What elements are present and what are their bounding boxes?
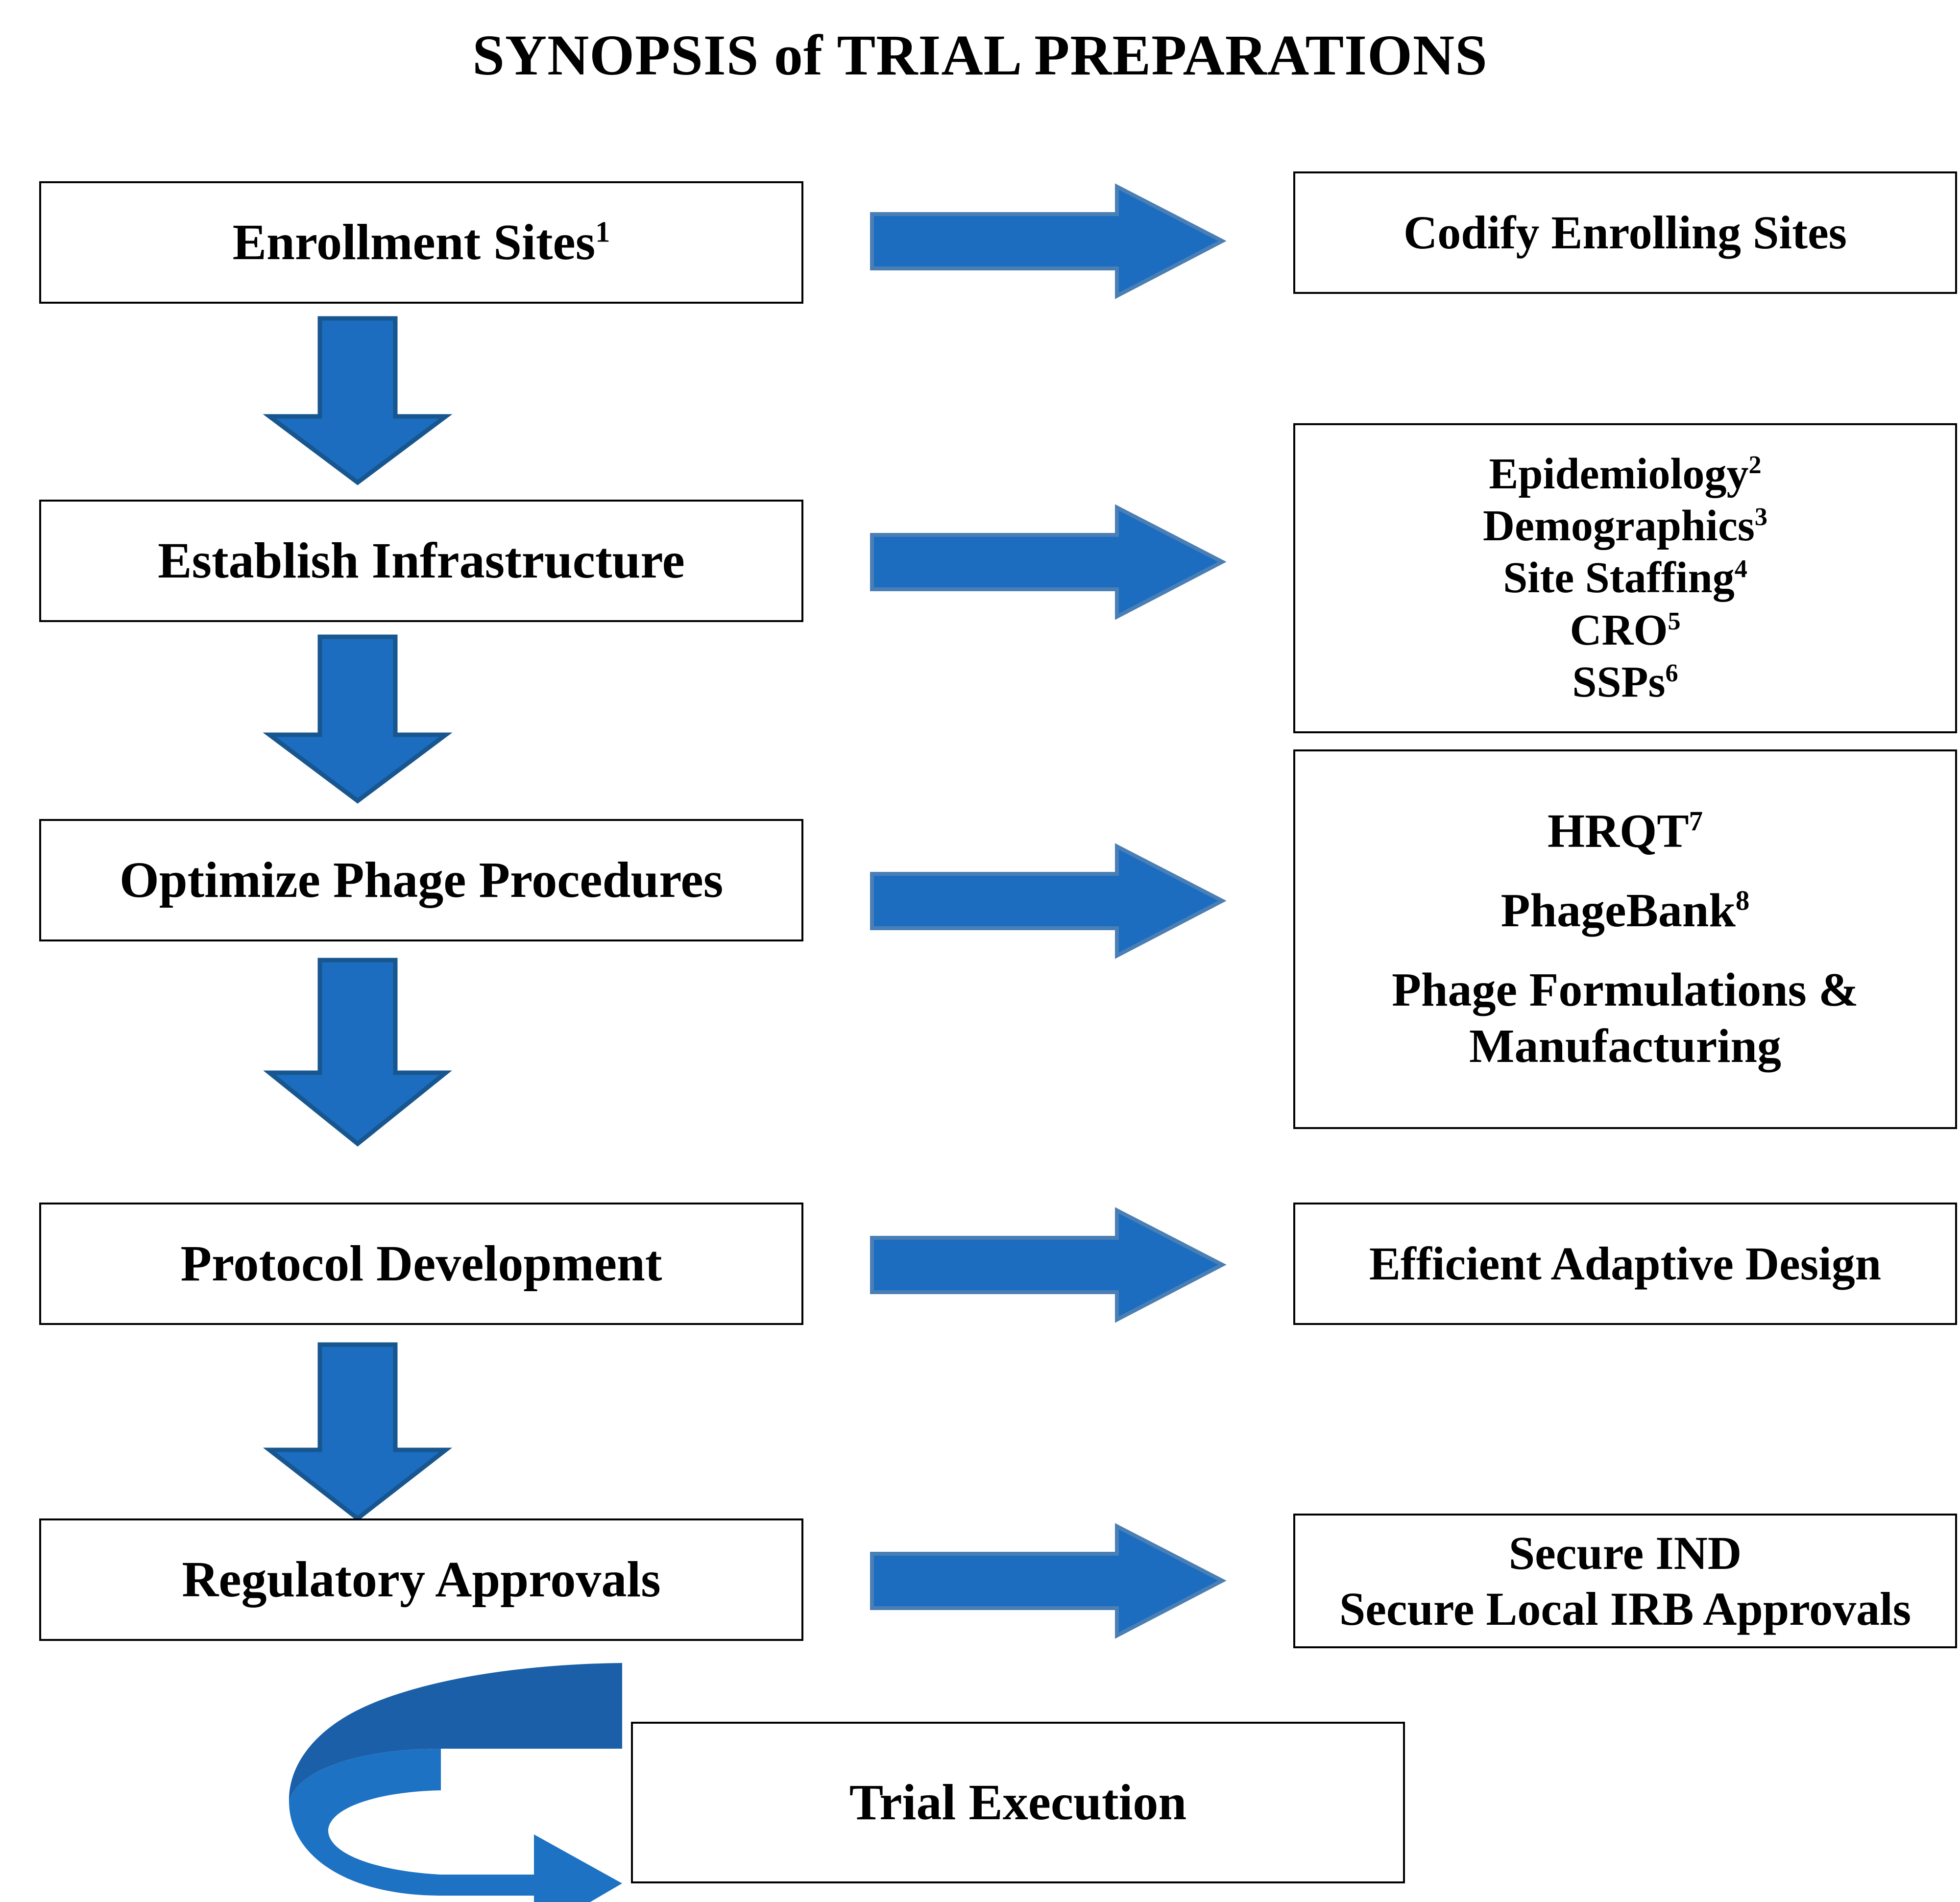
footnote-marker: 8 bbox=[1735, 885, 1750, 916]
flow-step-label: Establish Infrastructure bbox=[158, 532, 685, 589]
output-line: Phage Formulations & bbox=[1392, 963, 1859, 1016]
page-title: SYNOPSIS of TRIAL PREPARATIONS bbox=[472, 23, 1488, 87]
footnote-marker: 3 bbox=[1754, 503, 1768, 531]
arrow-right-icon bbox=[870, 1207, 1227, 1323]
footnote-marker: 1 bbox=[595, 215, 610, 248]
arrow-down-icon bbox=[263, 634, 453, 804]
circular-arrow-icon bbox=[289, 1663, 622, 1902]
flow-step-optimize-phage-procedures[interactable]: Optimize Phage Procedures bbox=[39, 819, 803, 941]
output-line: CRO5 bbox=[1570, 605, 1681, 654]
flow-step-regulatory-approvals[interactable]: Regulatory Approvals bbox=[39, 1518, 803, 1641]
arrow-down-icon bbox=[263, 1342, 453, 1521]
output-line: SSPs6 bbox=[1572, 657, 1678, 706]
output-line: Demographics3 bbox=[1482, 502, 1768, 551]
output-line: Manufacturing bbox=[1469, 1020, 1781, 1073]
output-line: PhageBank8 bbox=[1500, 884, 1750, 937]
footnote-marker: 5 bbox=[1668, 606, 1681, 635]
spacer bbox=[1304, 860, 1946, 883]
output-line: Secure Local IRB Approvals bbox=[1339, 1582, 1912, 1635]
spacer bbox=[1304, 939, 1946, 962]
output-line: Codify Enrolling Sites bbox=[1403, 206, 1847, 259]
arrow-right-icon bbox=[870, 1523, 1227, 1639]
output-regulatory-items[interactable]: Secure IND Secure Local IRB Approvals bbox=[1293, 1514, 1957, 1648]
output-efficient-adaptive-design[interactable]: Efficient Adaptive Design bbox=[1293, 1203, 1957, 1325]
flow-step-label: Protocol Development bbox=[180, 1235, 662, 1292]
footnote-marker: 6 bbox=[1665, 658, 1678, 687]
flow-step-establish-infrastructure[interactable]: Establish Infrastructure bbox=[39, 500, 803, 622]
output-line: HRQT7 bbox=[1547, 805, 1703, 858]
output-codify-enrolling-sites[interactable]: Codify Enrolling Sites bbox=[1293, 171, 1957, 294]
output-line: Efficient Adaptive Design bbox=[1369, 1237, 1882, 1290]
flow-step-label: Optimize Phage Procedures bbox=[119, 851, 724, 908]
footnote-marker: 7 bbox=[1689, 806, 1703, 837]
flow-step-label: Enrollment Sites1 bbox=[232, 214, 610, 270]
arrow-down-icon bbox=[263, 958, 452, 1147]
flow-step-protocol-development[interactable]: Protocol Development bbox=[39, 1203, 803, 1325]
arrow-down-icon bbox=[263, 316, 453, 485]
output-infrastructure-items[interactable]: Epidemiology2 Demographics3 Site Staffin… bbox=[1293, 423, 1957, 733]
arrow-right-icon bbox=[870, 504, 1227, 620]
output-line: Secure IND bbox=[1508, 1527, 1742, 1580]
arrow-right-icon bbox=[870, 843, 1227, 959]
footnote-marker: 2 bbox=[1748, 451, 1762, 480]
output-phage-procedures-items[interactable]: HRQT7 PhageBank8 Phage Formulations & Ma… bbox=[1293, 749, 1957, 1129]
output-line: Site Staffing4 bbox=[1503, 554, 1747, 602]
flow-step-trial-execution[interactable]: Trial Execution bbox=[631, 1722, 1405, 1883]
footnote-marker: 4 bbox=[1734, 554, 1747, 583]
flow-step-label: Trial Execution bbox=[849, 1774, 1187, 1830]
arrow-right-icon bbox=[870, 183, 1227, 299]
flow-step-enrollment-sites[interactable]: Enrollment Sites1 bbox=[39, 181, 803, 304]
output-line: Epidemiology2 bbox=[1489, 450, 1762, 499]
flow-step-label: Regulatory Approvals bbox=[182, 1551, 661, 1608]
